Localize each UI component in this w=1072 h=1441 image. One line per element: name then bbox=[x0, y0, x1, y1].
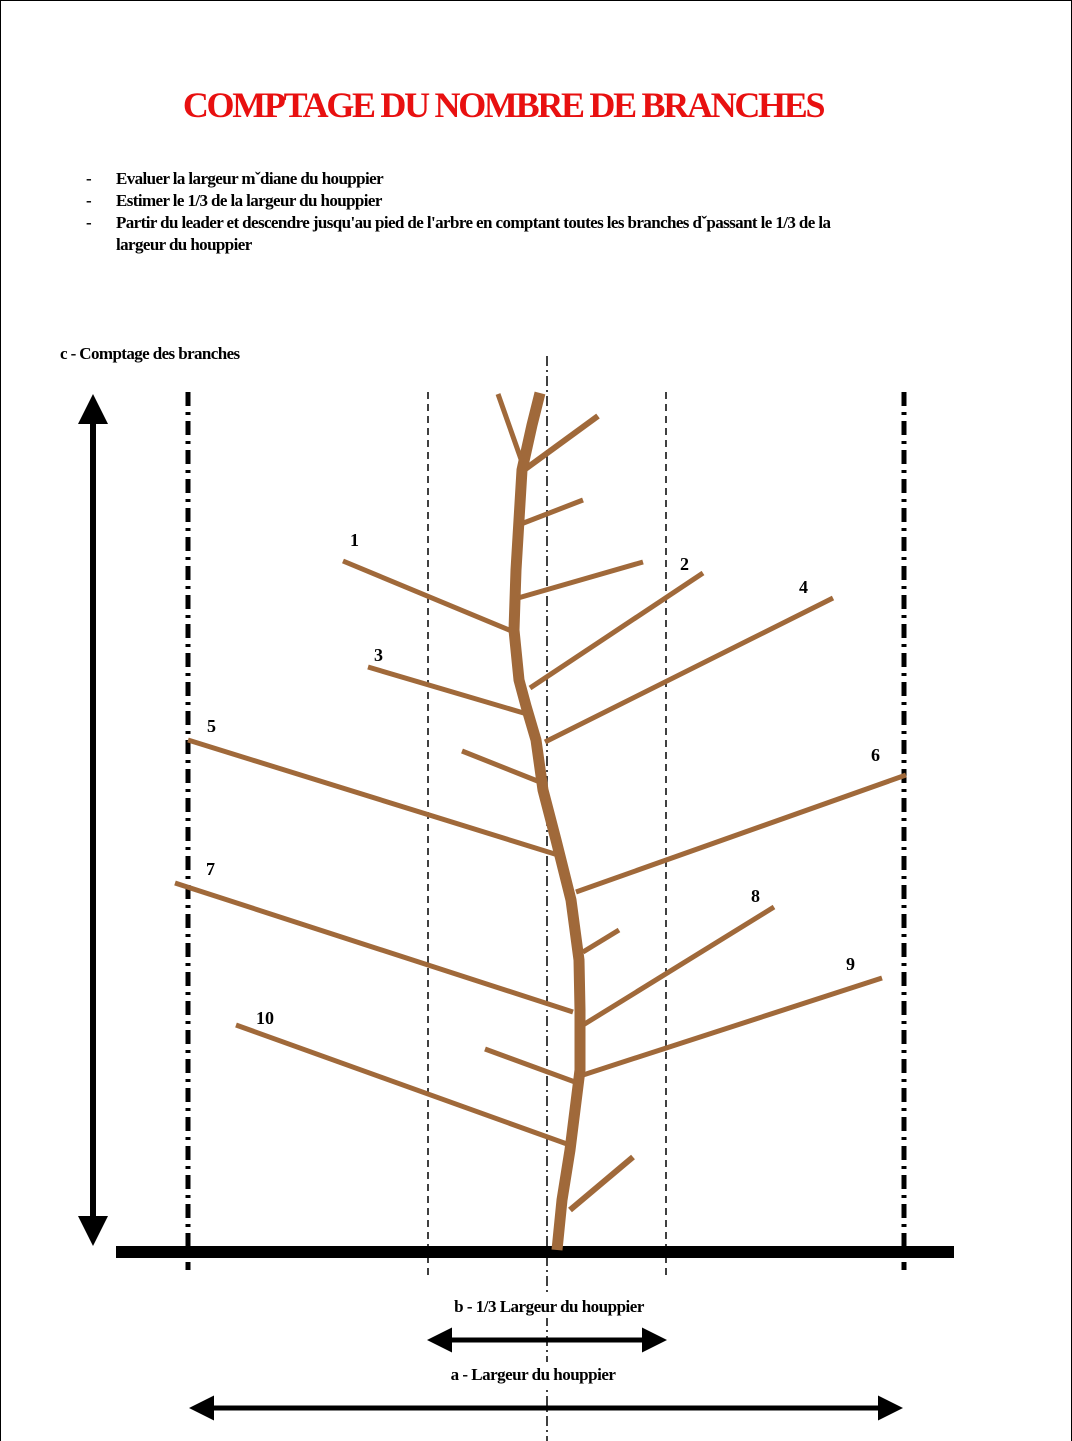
branch-5 bbox=[188, 740, 558, 855]
branch-2 bbox=[530, 573, 703, 688]
branch-7 bbox=[175, 883, 573, 1012]
branch-8 bbox=[583, 907, 774, 1025]
branch-number-label: 5 bbox=[207, 716, 216, 736]
branch-number-label: 6 bbox=[871, 745, 880, 765]
branch-6 bbox=[576, 775, 906, 892]
branch-10 bbox=[236, 1025, 567, 1144]
branch-number-label: 4 bbox=[799, 577, 808, 597]
crown-width-label: a - Largeur du houppier bbox=[451, 1365, 617, 1384]
branch-number-label: 1 bbox=[350, 530, 359, 550]
tree-small-branch bbox=[583, 930, 619, 952]
branch-number-label: 8 bbox=[751, 886, 760, 906]
tree-leader-branch bbox=[498, 394, 522, 462]
tree-small-branch bbox=[518, 562, 643, 598]
third-width-label: b - 1/3 Largeur du houppier bbox=[454, 1297, 645, 1316]
branch-9 bbox=[583, 978, 882, 1075]
branch-number-label: 7 bbox=[206, 859, 215, 879]
branch-number-label: 10 bbox=[256, 1008, 274, 1028]
branch-number-label: 2 bbox=[680, 554, 689, 574]
tree-small-branch bbox=[485, 1049, 575, 1082]
tree-small-branch bbox=[521, 500, 583, 524]
branch-number-label: 9 bbox=[846, 954, 855, 974]
tree-small-branch bbox=[570, 1157, 633, 1210]
tree-small-branch bbox=[462, 751, 545, 784]
branch-4 bbox=[545, 598, 833, 742]
branch-number-label: 3 bbox=[374, 645, 383, 665]
branch-3 bbox=[368, 667, 527, 714]
